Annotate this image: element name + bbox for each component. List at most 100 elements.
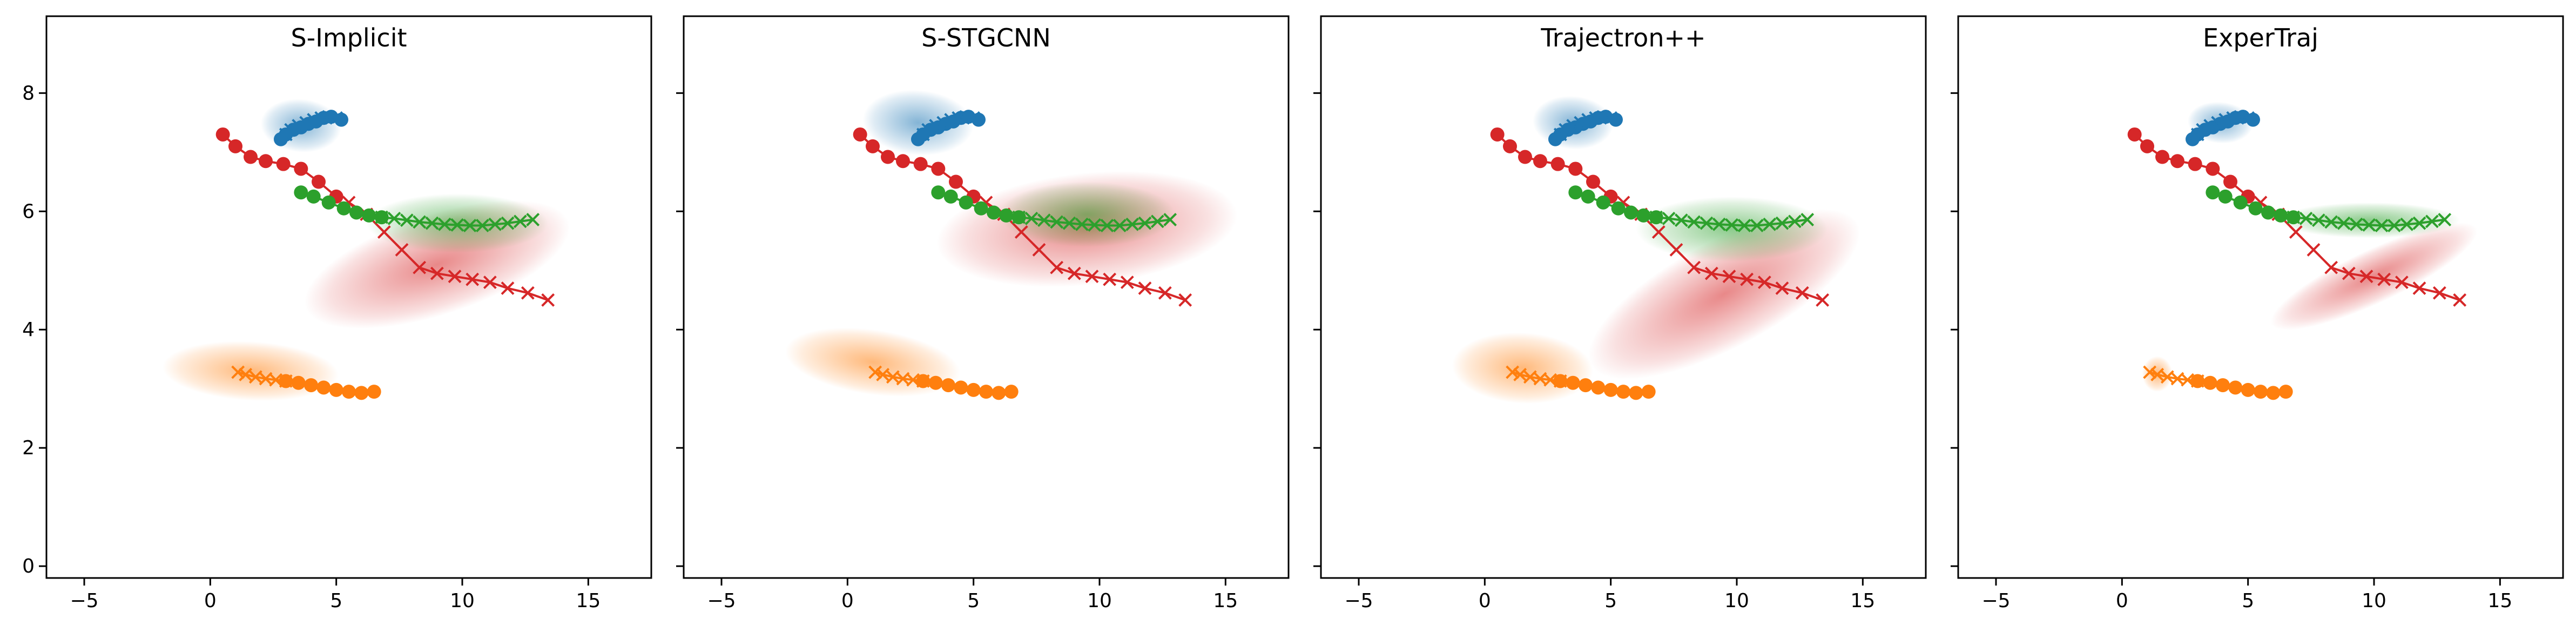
future-point	[1506, 365, 1520, 379]
future-point	[921, 123, 935, 137]
future-point	[1163, 213, 1177, 227]
future-point	[2400, 217, 2414, 231]
future-point	[1725, 218, 1739, 232]
past-point	[294, 185, 308, 200]
future-point	[886, 370, 900, 384]
past-point	[853, 127, 867, 142]
past-point	[2228, 380, 2243, 395]
y-tick-label: 4	[22, 319, 35, 341]
future-point	[413, 260, 427, 274]
past-point	[1568, 185, 1583, 200]
past-point	[943, 189, 958, 204]
past-point	[1636, 208, 1651, 223]
past-point	[1503, 139, 1517, 153]
future-point	[1788, 214, 1802, 228]
future-point	[377, 225, 391, 239]
x-tick-label: 10	[2362, 590, 2386, 612]
axes-frame	[45, 15, 652, 579]
past-point	[228, 139, 242, 153]
past-point	[2218, 189, 2233, 204]
future-point	[1800, 213, 1815, 227]
future-point	[2453, 293, 2467, 307]
past-point	[2203, 375, 2217, 390]
future-point	[488, 217, 502, 231]
past-point	[1624, 205, 1638, 220]
x-tick-label: 0	[1479, 590, 1491, 612]
density-region	[2270, 223, 2478, 331]
past-point	[2266, 386, 2281, 400]
past-point	[959, 195, 973, 210]
past-point	[2140, 139, 2154, 153]
axes-frame	[1320, 15, 1927, 579]
past-point	[2223, 174, 2237, 189]
past-point	[1533, 154, 1547, 169]
future-point	[1669, 243, 1683, 257]
future-point	[2203, 119, 2217, 132]
future-point	[2412, 281, 2426, 295]
past-point	[974, 201, 988, 216]
future-point	[2289, 225, 2303, 239]
future-point	[2377, 272, 2391, 286]
future-point	[1704, 266, 1718, 280]
future-point	[1816, 293, 1830, 307]
future-point	[1085, 270, 1099, 284]
past-point	[1581, 189, 1595, 204]
future-point	[1737, 219, 1751, 232]
future-point	[1763, 217, 1777, 231]
past-point	[2241, 382, 2255, 397]
past-point	[1568, 162, 1583, 176]
density-region	[999, 181, 1175, 247]
past-point	[329, 382, 343, 397]
past-point	[2274, 208, 2288, 223]
x-tick-label: 15	[2487, 590, 2512, 612]
future-point	[1138, 216, 1152, 230]
x-tick-label: 15	[1213, 590, 1238, 612]
future-point	[413, 215, 427, 229]
future-point	[2160, 370, 2174, 384]
future-point	[2150, 367, 2164, 381]
future-point	[1687, 215, 1701, 229]
x-tick-label: 0	[204, 590, 217, 612]
future-point	[1075, 217, 1089, 231]
future-point	[437, 217, 451, 231]
future-point	[1037, 213, 1051, 227]
past-point	[244, 150, 258, 164]
past-point	[2254, 385, 2268, 399]
past-point	[354, 386, 369, 400]
past-point	[979, 385, 993, 399]
y-tick-label: 8	[22, 82, 35, 104]
future-point	[1050, 215, 1064, 229]
past-point	[896, 154, 910, 169]
future-point	[425, 216, 439, 230]
future-point	[463, 219, 477, 232]
past-point	[2155, 150, 2169, 164]
future-point	[248, 370, 262, 384]
future-point	[2387, 219, 2401, 232]
past-point	[2216, 378, 2230, 393]
future-point	[2432, 286, 2446, 300]
future-point	[1062, 216, 1076, 230]
future-point	[2342, 266, 2356, 280]
future-point	[475, 219, 489, 232]
past-point	[342, 385, 356, 399]
past-point	[866, 139, 880, 153]
future-point	[2211, 116, 2225, 130]
past-point	[1518, 150, 1532, 164]
past-point	[2248, 201, 2263, 216]
past-point	[312, 174, 326, 189]
x-tick-label: 0	[841, 590, 854, 612]
future-point	[2311, 213, 2325, 227]
past-point	[2233, 195, 2248, 210]
future-point	[1674, 213, 1688, 227]
density-region	[785, 327, 960, 397]
x-tick-label: −5	[707, 590, 736, 612]
density-region	[366, 193, 548, 253]
past-point	[1591, 380, 1606, 395]
future-point	[430, 266, 444, 280]
future-point	[2324, 215, 2338, 229]
future-point	[2349, 217, 2363, 231]
past-point	[954, 380, 968, 395]
future-point	[2412, 216, 2426, 230]
x-tick-label: 15	[576, 590, 601, 612]
